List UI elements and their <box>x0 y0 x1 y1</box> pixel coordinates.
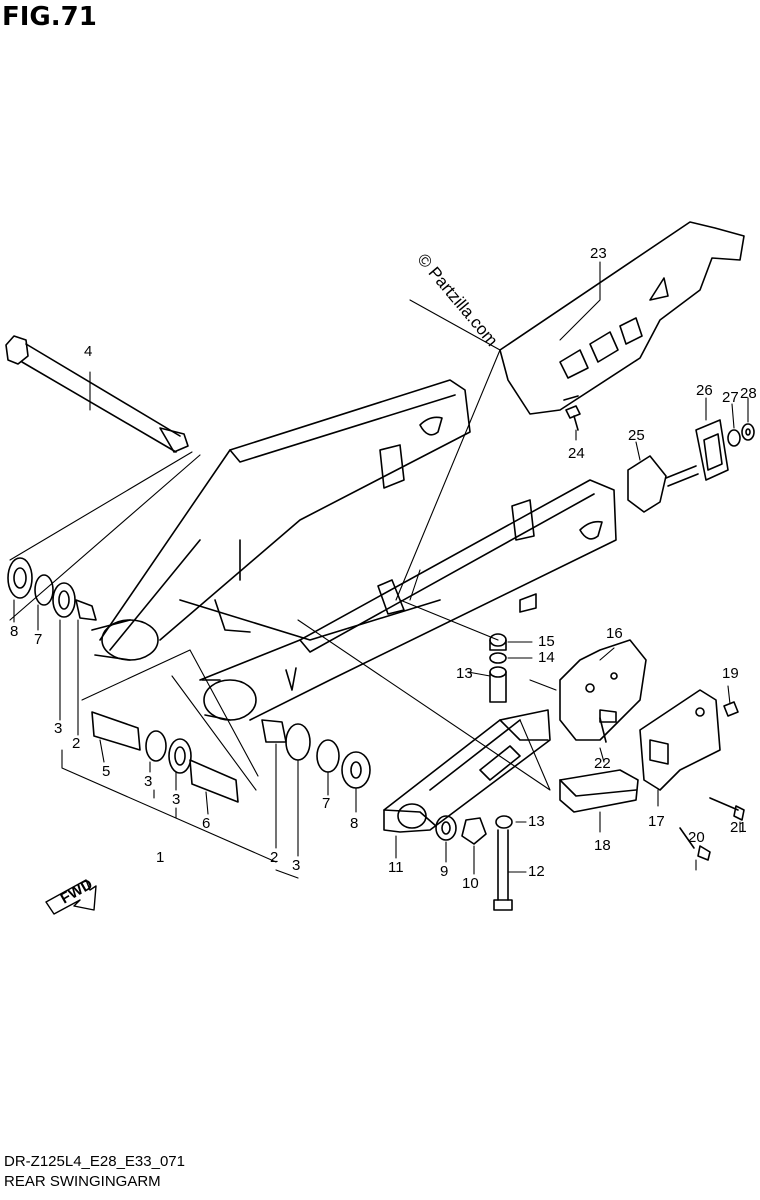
callout-27: 27 <box>722 389 739 406</box>
callout-2-right: 2 <box>270 849 278 866</box>
bolt-part-24 <box>565 405 581 431</box>
callout-25: 25 <box>628 427 645 444</box>
callout-8-left: 8 <box>10 623 18 640</box>
model-code: DR-Z125L4_E28_E33_071 <box>4 1153 185 1170</box>
callout-1: 1 <box>156 849 164 866</box>
callout-2-left: 2 <box>72 735 80 752</box>
callout-11: 11 <box>388 859 404 876</box>
callout-9: 9 <box>440 863 448 880</box>
bracket-part-17 <box>639 689 721 791</box>
callout-17: 17 <box>648 813 665 830</box>
callout-7-right: 7 <box>322 795 330 812</box>
callout-26: 26 <box>696 382 713 399</box>
callout-13-upper: 13 <box>456 665 473 682</box>
fwd-arrow-icon: FWD <box>45 876 97 915</box>
bolts-parts-19-20-21-22 <box>599 701 745 861</box>
rubber-block-part-18 <box>559 769 639 813</box>
leader-lines <box>9 261 749 879</box>
swingarm-main-body <box>91 379 617 721</box>
bracket-part-16 <box>559 639 647 741</box>
callout-8-right: 8 <box>350 815 358 832</box>
callout-6: 6 <box>202 815 210 832</box>
right-pivot-bushings <box>261 719 371 789</box>
callout-3-mid: 3 <box>144 773 152 790</box>
callout-7-left: 7 <box>34 631 42 648</box>
figure-title: FIG.71 <box>2 2 97 32</box>
left-pivot-bushings <box>7 557 239 803</box>
callout-4: 4 <box>84 343 92 360</box>
pivot-shaft-part-4 <box>5 335 189 453</box>
fastener-stack-9-10-12-13 <box>435 815 513 911</box>
callout-23: 23 <box>590 245 607 262</box>
callout-13-lower: 13 <box>528 813 545 830</box>
callout-22: 22 <box>594 755 611 772</box>
callout-15: 15 <box>538 633 555 650</box>
callout-3-left: 3 <box>54 720 62 737</box>
chain-guard-part-23 <box>499 221 745 415</box>
callout-5: 5 <box>102 763 110 780</box>
callout-20: 20 <box>688 829 705 846</box>
chain-adjuster-parts <box>627 419 755 513</box>
callout-14: 14 <box>538 649 555 666</box>
callout-28: 28 <box>740 385 757 402</box>
callout-12: 12 <box>528 863 545 880</box>
fastener-stack-13-14-15 <box>489 633 507 703</box>
chain-buffer-part-11 <box>383 709 551 833</box>
callout-3-lower: 3 <box>172 791 180 808</box>
callout-labels: 4 23 24 25 26 27 28 8 7 3 2 5 3 3 6 1 2 … <box>10 245 757 892</box>
callout-24: 24 <box>568 445 585 462</box>
callout-21: 21 <box>730 819 747 836</box>
callout-18: 18 <box>594 837 611 854</box>
callout-10: 10 <box>462 875 479 892</box>
callout-19: 19 <box>722 665 739 682</box>
callout-16: 16 <box>606 625 623 642</box>
section-name: REAR SWINGINGARM <box>4 1173 161 1190</box>
callout-3-right: 3 <box>292 857 300 874</box>
